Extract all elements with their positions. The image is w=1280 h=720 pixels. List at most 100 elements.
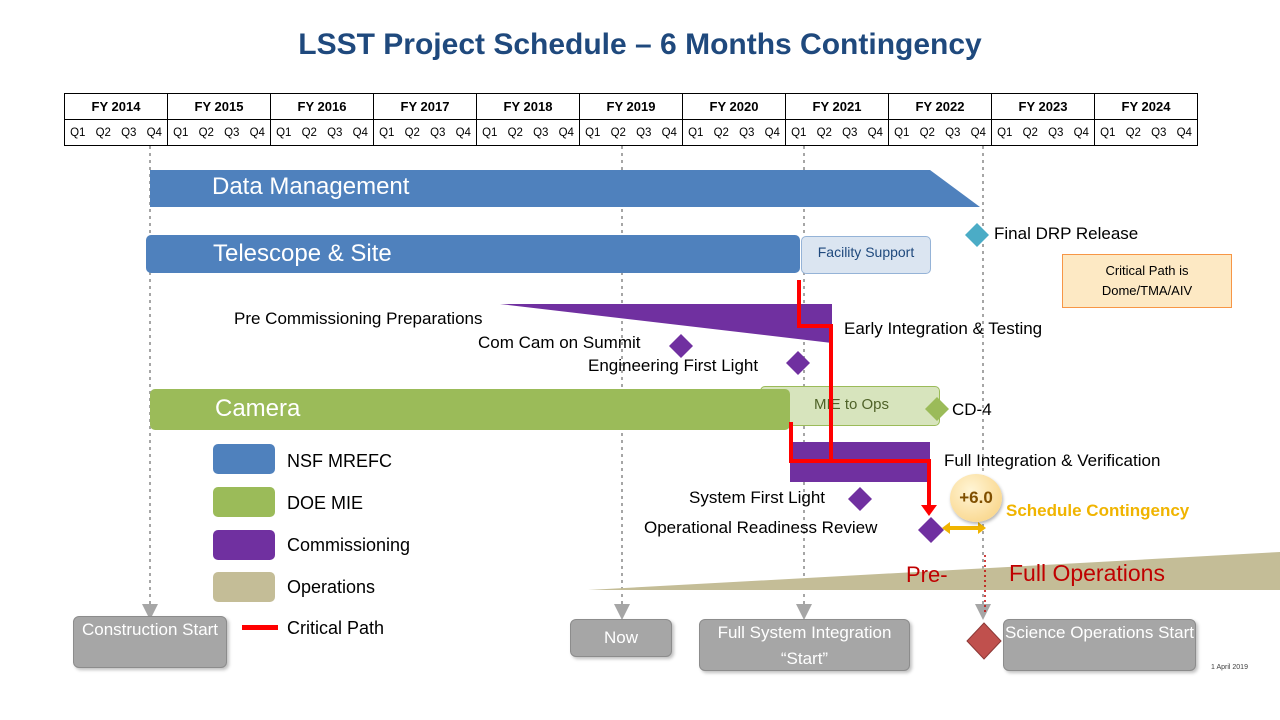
legend-label-operations: Operations: [287, 577, 376, 597]
quarter-header: Q2: [198, 126, 214, 139]
facility-support-bar: Facility Support: [801, 236, 931, 274]
critical-path-note: Critical Path is Dome/TMA/AIV: [1062, 254, 1232, 308]
telescope-site-label: Telescope & Site: [213, 240, 392, 267]
quarter-header: Q1: [167, 119, 194, 146]
final-drp-diamond-icon: [965, 223, 989, 247]
contingency-label: Schedule Contingency: [1006, 501, 1190, 520]
quarter-header: Q2: [301, 126, 317, 139]
full-ops-label: Full Operations: [1009, 560, 1165, 586]
early-integration-label: Early Integration & Testing: [844, 319, 1043, 338]
pre-commissioning-label: Pre Commissioning Preparations: [234, 309, 483, 328]
quarter-header: Q1: [785, 119, 812, 146]
quarter-header: Q1: [64, 119, 91, 146]
camera-bar: [150, 389, 790, 430]
quarter-header: Q4: [244, 119, 271, 146]
quarter-header: Q4: [450, 119, 477, 146]
system-first-light-diamond-icon: [848, 487, 872, 511]
full-system-box: Full System Integration “Start”: [699, 619, 910, 671]
final-drp-label: Final DRP Release: [994, 224, 1139, 243]
cd4-label: CD-4: [952, 400, 992, 419]
quarter-header: Q3: [224, 126, 240, 139]
legend-swatch-critical: [242, 625, 278, 630]
quarter-header: Q3: [842, 126, 858, 139]
cd4-diamond-icon: [925, 397, 949, 421]
full-integration-label: Full Integration & Verification: [944, 451, 1161, 470]
quarter-header: Q1: [270, 119, 297, 146]
science-ops-diamond-icon: [966, 622, 1002, 660]
fy-header: FY 2018: [476, 93, 580, 120]
telescope-site-bar: [146, 235, 800, 273]
quarter-header: Q3: [739, 126, 755, 139]
legend-swatch-commissioning: [213, 530, 275, 560]
quarter-header: Q3: [636, 126, 652, 139]
quarter-header: Q1: [888, 119, 915, 146]
system-first-light-label: System First Light: [689, 488, 826, 507]
quarter-header: Q3: [1151, 126, 1167, 139]
mie-to-ops-bar: [760, 386, 940, 426]
data-management-label: Data Management: [212, 173, 410, 200]
quarter-header: Q3: [945, 126, 961, 139]
quarter-header: Q1: [1094, 119, 1121, 146]
now-box: Now: [570, 619, 672, 657]
orr-diamond-icon: [918, 517, 944, 543]
com-cam-diamond-icon: [669, 334, 693, 358]
quarter-header: Q2: [713, 126, 729, 139]
fy-header: FY 2023: [991, 93, 1095, 120]
quarter-header: Q4: [656, 119, 683, 146]
quarter-header: Q4: [759, 119, 786, 146]
legend-swatch-nsf: [213, 444, 275, 474]
quarter-header: Q2: [404, 126, 420, 139]
quarter-header: Q4: [553, 119, 580, 146]
fy-header: FY 2016: [270, 93, 374, 120]
quarter-header: Q4: [1068, 119, 1095, 146]
com-cam-label: Com Cam on Summit: [478, 333, 641, 352]
quarter-header: Q2: [919, 126, 935, 139]
quarter-header: Q2: [1022, 126, 1038, 139]
page-title: LSST Project Schedule – 6 Months Conting…: [298, 28, 982, 61]
contingency-badge: +6.0: [950, 474, 1002, 522]
quarter-header: Q4: [862, 119, 889, 146]
legend-label-critical: Critical Path: [287, 618, 385, 638]
orr-label: Operational Readiness Review: [644, 518, 878, 537]
quarter-header: Q2: [95, 126, 111, 139]
quarter-header: Q2: [507, 126, 523, 139]
quarter-header: Q2: [816, 126, 832, 139]
quarter-header: Q1: [476, 119, 503, 146]
quarter-header: Q1: [991, 119, 1018, 146]
quarter-header: Q1: [373, 119, 400, 146]
fy-header: FY 2024: [1094, 93, 1198, 120]
legend-swatch-doe: [213, 487, 275, 517]
quarter-header: Q3: [121, 126, 137, 139]
fy-header: FY 2019: [579, 93, 683, 120]
engineering-first-light-diamond-icon: [786, 351, 810, 375]
construction-start-box: Construction Start: [73, 616, 227, 668]
quarter-header: Q1: [579, 119, 606, 146]
quarter-header: Q2: [1125, 126, 1141, 139]
quarter-header: Q1: [682, 119, 709, 146]
pre-ops-label: Pre-: [906, 562, 948, 587]
fy-header: FY 2020: [682, 93, 786, 120]
legend-label-doe: DOE MIE: [287, 493, 364, 513]
quarter-header: Q3: [533, 126, 549, 139]
fy-header: FY 2022: [888, 93, 992, 120]
legend-label-commissioning: Commissioning: [287, 535, 411, 555]
quarter-header: Q3: [430, 126, 446, 139]
science-ops-box: Science Operations Start: [1003, 619, 1196, 671]
fy-header: FY 2017: [373, 93, 477, 120]
camera-label: Camera: [215, 395, 301, 422]
legend-swatch-operations: [213, 572, 275, 602]
quarter-header: Q2: [610, 126, 626, 139]
legend-label-nsf: NSF MREFC: [287, 451, 392, 471]
fy-header: FY 2021: [785, 93, 889, 120]
fy-header: FY 2015: [167, 93, 271, 120]
date-stamp: 1 April 2019: [1211, 664, 1248, 671]
fy-header: FY 2014: [64, 93, 168, 120]
quarter-header: Q3: [327, 126, 343, 139]
engineering-first-light-label: Engineering First Light: [588, 356, 759, 375]
